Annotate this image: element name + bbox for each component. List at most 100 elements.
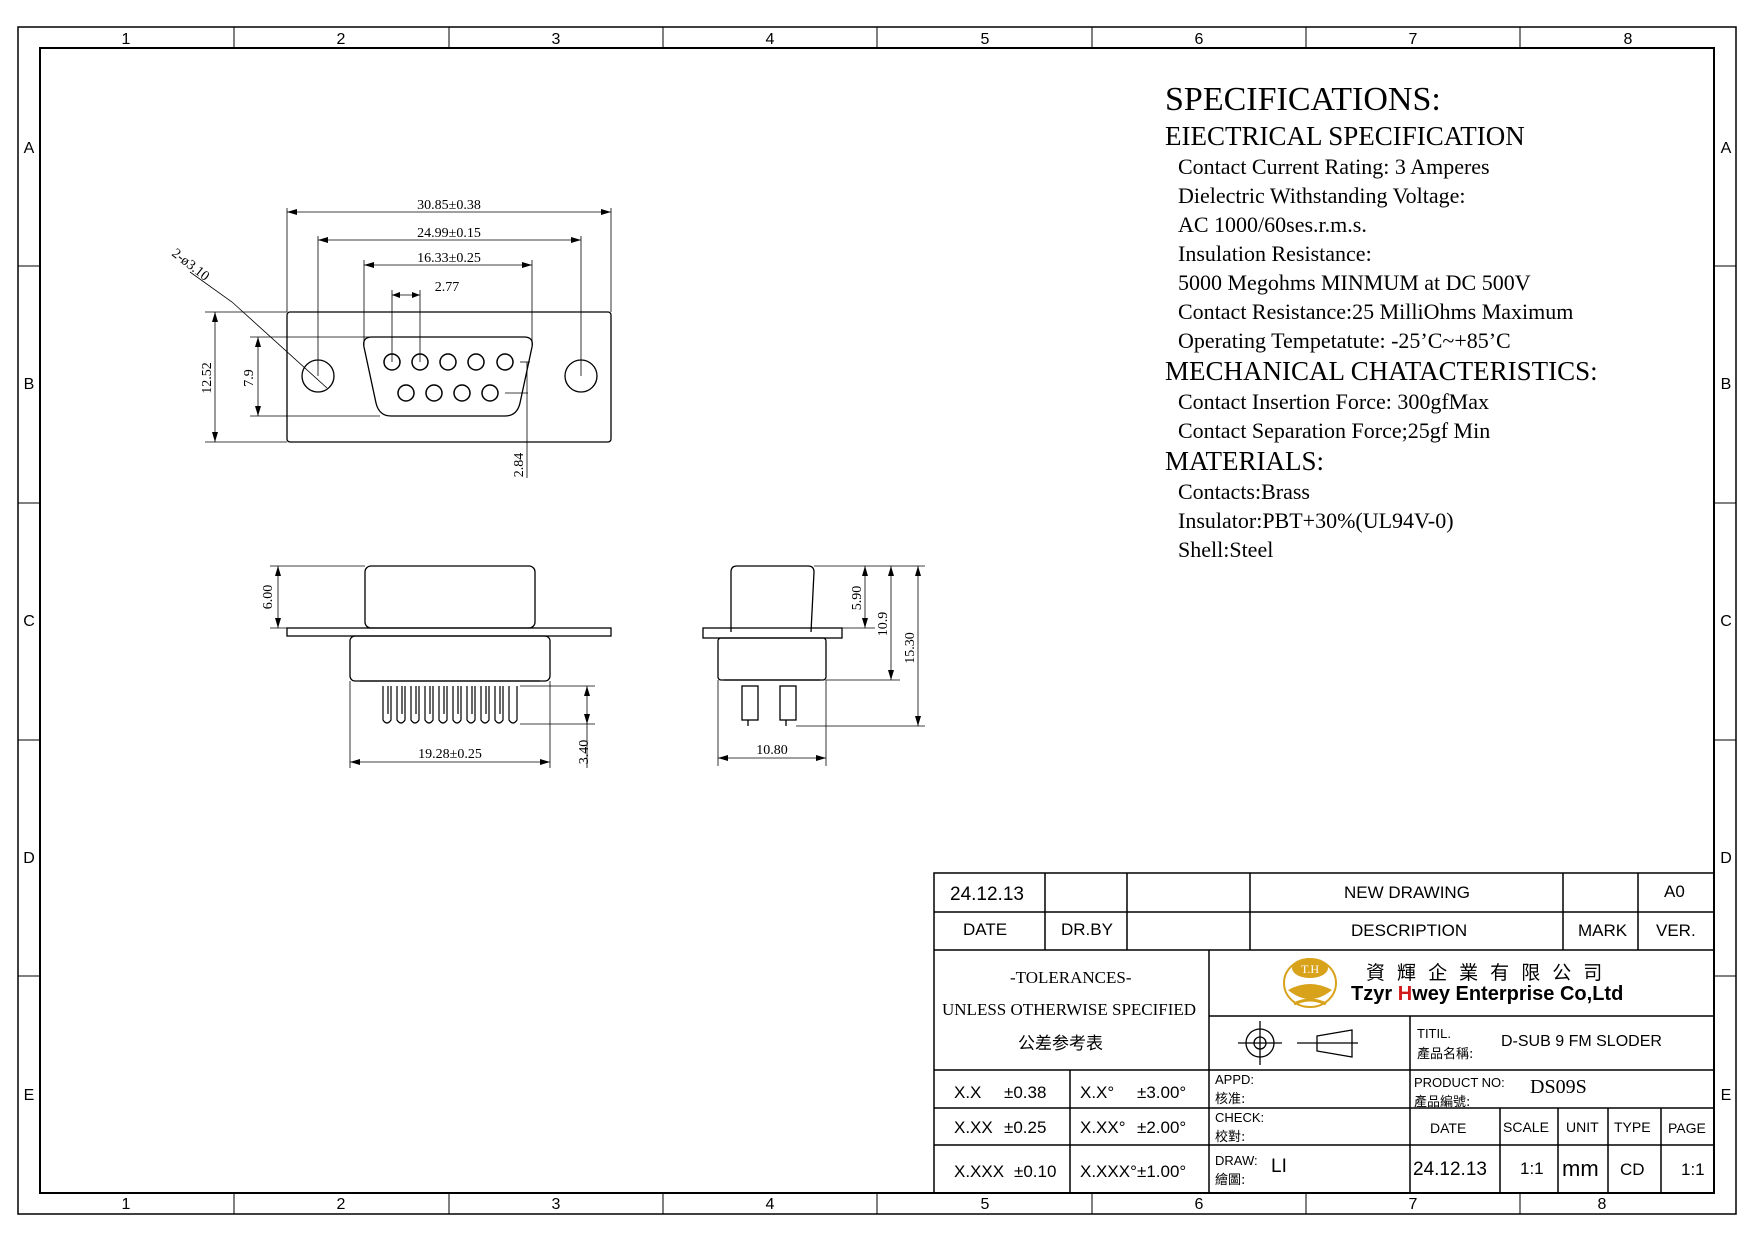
title-block-lines	[933, 872, 1715, 1194]
appd-label: APPD:	[1215, 1072, 1255, 1087]
dim-side-h1: 5.90	[850, 586, 865, 611]
front-dimensions	[189, 208, 612, 478]
shell-top	[364, 565, 536, 629]
materials-heading: MATERIALS:	[1165, 446, 1325, 476]
flange-plate	[286, 627, 612, 637]
product-label-cn: 產品編號:	[1414, 1095, 1471, 1110]
appd-label-cn: 核准:	[1215, 1092, 1246, 1107]
spec-item: Contact Current Rating: 3 Amperes	[1178, 154, 1490, 179]
front-dim-arrows	[212, 209, 611, 442]
row-label: D	[23, 850, 35, 867]
check-label: CHECK:	[1215, 1110, 1265, 1125]
tol-angle: X.X°	[1080, 1083, 1115, 1102]
tol-linear: X.XX	[954, 1118, 993, 1137]
dim-side-h2: 10.9	[876, 612, 891, 637]
spec-item: Shell:Steel	[1178, 537, 1274, 562]
d-shell-outline	[363, 336, 533, 417]
col-label: 4	[766, 31, 775, 48]
contact-pins	[383, 353, 514, 402]
val-type: CD	[1620, 1160, 1645, 1179]
bottom-dim-arrows	[275, 566, 590, 765]
side-dim-arrows	[718, 566, 921, 761]
col-label: 2	[337, 31, 346, 48]
spec-item: Contact Resistance:25 MilliOhms Maximum	[1178, 299, 1574, 324]
insulator-body	[349, 635, 551, 682]
col-label: 5	[981, 1196, 990, 1213]
hdr-ver: VER.	[1656, 921, 1696, 940]
tol-angle-value: ±1.00°	[1137, 1162, 1187, 1181]
dim-shell-height: 7.9	[242, 369, 257, 387]
spec-item: Dielectric Withstanding Voltage:	[1178, 183, 1466, 208]
tolerance-cn: 公差参考表	[1018, 1034, 1103, 1054]
tol-angle: X.XX°	[1080, 1118, 1126, 1137]
col-page: PAGE	[1668, 1120, 1706, 1136]
side-dim-text: 5.90 10.9 15.30 10.80	[756, 586, 918, 758]
spec-item: Contact Insertion Force: 300gfMax	[1178, 389, 1489, 414]
col-label: 7	[1409, 31, 1418, 48]
front-view	[286, 311, 612, 443]
electrical-heading: EIECTRICAL SPECIFICATION	[1165, 121, 1525, 151]
val-date: 24.12.13	[1413, 1159, 1487, 1180]
tolerance-subtitle: UNLESS OTHERWISE SPECIFIED	[942, 1000, 1197, 1019]
spec-title: SPECIFICATIONS:	[1165, 81, 1441, 118]
zone-labels: 1 2 3 4 5 6 7 8 1 2 3 4 5 6 7 8 A B C D …	[23, 31, 1732, 1213]
row-label: D	[1720, 850, 1732, 867]
mechanical-heading: MECHANICAL CHATACTERISTICS:	[1165, 356, 1598, 386]
side-cup-right	[779, 685, 797, 721]
col-label: 3	[552, 31, 561, 48]
product-value: DS09S	[1530, 1076, 1587, 1098]
val-scale: 1:1	[1520, 1159, 1544, 1178]
row-label: A	[1721, 140, 1732, 157]
side-cup-left	[741, 685, 759, 721]
specifications-panel: SPECIFICATIONS: EIECTRICAL SPECIFICATION…	[1165, 80, 1725, 564]
col-type: TYPE	[1614, 1119, 1651, 1135]
col-label: 5	[981, 31, 990, 48]
col-unit: UNIT	[1566, 1119, 1599, 1135]
col-label: 1	[122, 1196, 131, 1213]
spec-item: AC 1000/60ses.r.m.s.	[1178, 212, 1367, 237]
hdr-description: DESCRIPTION	[1351, 921, 1468, 940]
col-scale: SCALE	[1503, 1119, 1549, 1135]
tol-linear-value: ±0.10	[1014, 1162, 1057, 1181]
bottom-view	[286, 565, 612, 724]
tol-linear: X.X	[954, 1083, 982, 1102]
tol-angle-value: ±3.00°	[1137, 1083, 1187, 1102]
row-label: C	[1720, 613, 1732, 630]
hdr-date: DATE	[963, 920, 1008, 939]
side-flange	[702, 627, 843, 639]
col-label: 6	[1195, 31, 1204, 48]
tol-linear-value: ±0.25	[1004, 1118, 1047, 1137]
col-label: 7	[1409, 1196, 1418, 1213]
company-name-cn: 資 輝 企 業 有 限 公 司	[1366, 962, 1606, 984]
row-label: E	[1721, 1087, 1732, 1104]
bottom-dimensions	[270, 565, 595, 768]
draw-label: DRAW:	[1215, 1153, 1258, 1168]
row-label: E	[24, 1087, 35, 1104]
draw-value: LI	[1271, 1156, 1287, 1177]
col-label: 8	[1624, 31, 1633, 48]
spec-item: Operating Tempetatute: -25’C~+85’C	[1178, 328, 1511, 353]
dim-row-offset: 2.84	[512, 453, 527, 478]
dim-hole-dia: 2-ø3.10	[169, 246, 212, 284]
bottom-dim-text: 6.00 19.28±0.25 3.40	[261, 585, 592, 765]
dim-side-h3: 15.30	[903, 632, 918, 664]
col-label: 6	[1195, 1196, 1204, 1213]
row-label: A	[24, 140, 35, 157]
col-label: 4	[766, 1196, 775, 1213]
company-logo-icon: T.H	[1283, 958, 1337, 1008]
tol-angle-value: ±2.00°	[1137, 1118, 1187, 1137]
flange-outline	[286, 311, 612, 443]
row-label: C	[23, 613, 35, 630]
spec-item: Insulator:PBT+30%(UL94V-0)	[1178, 508, 1454, 533]
zone-ticks	[18, 27, 1736, 1214]
col-label: 3	[552, 1196, 561, 1213]
row-label: B	[24, 376, 35, 393]
dim-overall-width: 30.85±0.38	[417, 198, 481, 213]
side-dimensions	[717, 565, 925, 766]
tol-linear-value: ±0.38	[1004, 1083, 1047, 1102]
draw-label-cn: 繪圖:	[1215, 1173, 1246, 1188]
title-value: D-SUB 9 FM SLODER	[1501, 1033, 1662, 1050]
company-name-h: H	[1397, 983, 1413, 1005]
logo-text: T.H	[1301, 962, 1319, 976]
dim-side-width: 10.80	[756, 743, 788, 758]
